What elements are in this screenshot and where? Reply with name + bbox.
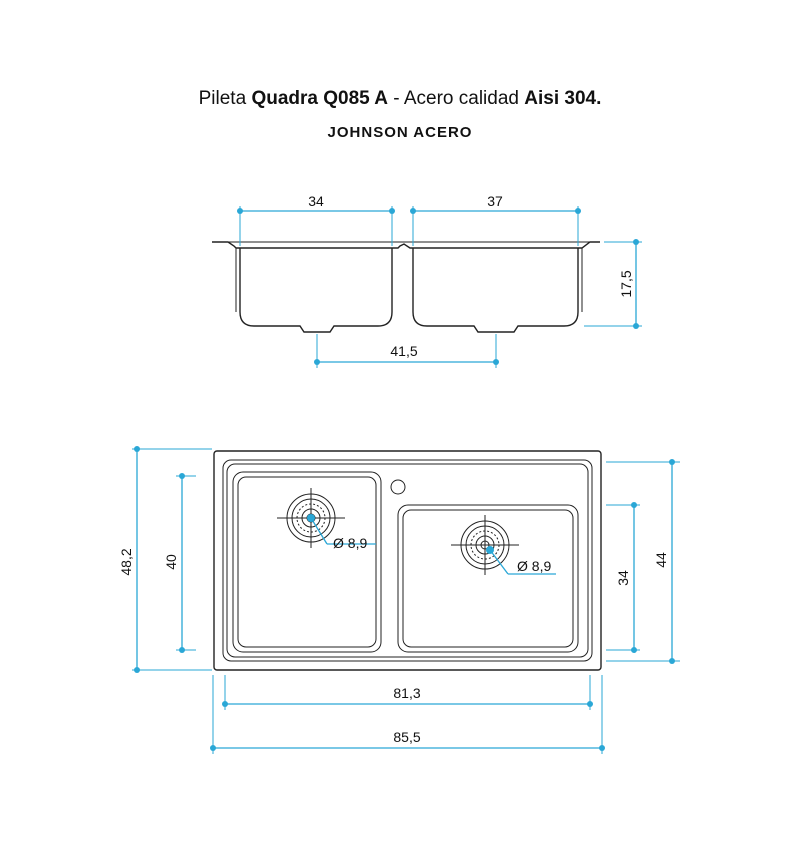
dim-85-label: 85,5: [393, 729, 420, 745]
dim-37-end-left: [410, 208, 416, 214]
top-left-bowl-outer: [232, 471, 382, 653]
page-title: Pileta Quadra Q085 A - Acero calidad Ais…: [0, 88, 800, 110]
dim-85-end-right: [599, 745, 605, 751]
dim-81-label: 81,3: [393, 685, 420, 701]
left-drain-diameter-label: Ø 8,9: [333, 535, 367, 551]
faucet-hole: [390, 479, 406, 495]
top-right-bowl-inner: [402, 509, 574, 648]
dim-81-end-right: [587, 701, 593, 707]
dim-17-end-bottom: [633, 323, 639, 329]
dim-48-end-top: [134, 446, 140, 452]
dim-40-end-top: [179, 473, 185, 479]
title-part-3: - Acero calidad: [388, 88, 525, 109]
dim-81-end-left: [222, 701, 228, 707]
dim-48-end-bottom: [134, 667, 140, 673]
dim-37-end-right: [575, 208, 581, 214]
title-material: Aisi 304.: [524, 88, 602, 109]
brand-name: JOHNSON ACERO: [327, 124, 473, 141]
dim-41-end-right: [493, 359, 499, 365]
title-part-1: Pileta: [198, 88, 252, 109]
dim-34b-label: 34: [615, 570, 631, 586]
left-drain-leader: [310, 517, 328, 545]
right-drain-leader: [489, 549, 509, 575]
dim-85-end-left: [210, 745, 216, 751]
dim-37-label: 37: [487, 193, 503, 209]
dim-40-end-bottom: [179, 647, 185, 653]
dim-48-label: 48,2: [118, 548, 134, 575]
dim-40-label: 40: [163, 554, 179, 570]
side-rim: [212, 241, 600, 249]
side-right-bowl: [412, 248, 579, 333]
top-inner-frame-1: [222, 459, 593, 662]
side-view: 34 37 41,5 17,5: [212, 193, 642, 368]
dim-17-label: 17,5: [618, 270, 634, 297]
dim-34-end-right: [389, 208, 395, 214]
dim-34b-end-top: [631, 502, 637, 508]
dim-44-end-bottom: [669, 658, 675, 664]
dim-34-label: 34: [308, 193, 324, 209]
dim-17-end-top: [633, 239, 639, 245]
top-outer-frame: [213, 450, 602, 671]
top-inner-frame-2: [226, 463, 589, 658]
dim-34b-end-bottom: [631, 647, 637, 653]
top-view: Ø 8,9 Ø 8,9 48,2 40: [118, 446, 680, 754]
top-left-bowl-inner: [237, 476, 377, 648]
dim-44-end-top: [669, 459, 675, 465]
side-left-bowl: [239, 248, 393, 333]
dim-41-label: 41,5: [390, 343, 417, 359]
title-model: Quadra Q085 A: [251, 88, 389, 109]
top-right-bowl-outer: [397, 504, 579, 653]
dim-44-label: 44: [653, 552, 669, 568]
right-drain-icon: [451, 515, 519, 575]
dim-41-end-left: [314, 359, 320, 365]
dim-34-end-left: [237, 208, 243, 214]
right-drain-diameter-label: Ø 8,9: [517, 558, 551, 574]
